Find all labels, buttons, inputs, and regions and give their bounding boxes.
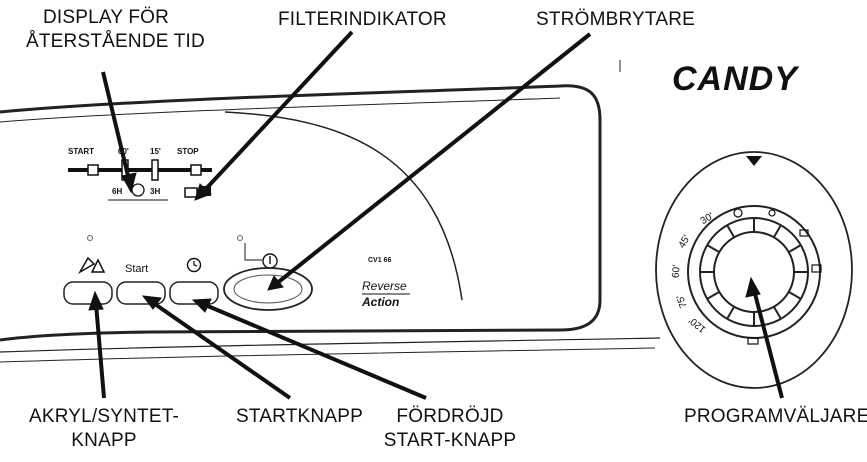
timer-6h-label: 6H bbox=[112, 187, 122, 196]
program-selector[interactable]: 30' 45' 60' 75' 120' bbox=[655, 151, 853, 389]
dial-pointer-icon bbox=[746, 156, 762, 166]
arrow-acryl bbox=[88, 290, 106, 399]
dial-program-icons bbox=[733, 208, 822, 345]
arrow-program bbox=[745, 276, 784, 399]
callout-delay: FÖRDRÖJD START-KNAPP bbox=[380, 405, 520, 453]
callout-program: PROGRAMVÄLJARE bbox=[684, 406, 867, 427]
callout-filter: FILTERINDIKATOR bbox=[278, 9, 447, 30]
callout-display-line2: ÅTERSTÅENDE TID bbox=[26, 31, 205, 52]
dial-temp-60: 60' bbox=[670, 264, 682, 278]
callout-delay-line1: FÖRDRÖJD bbox=[396, 406, 504, 427]
start-button-label: Start bbox=[125, 263, 148, 275]
reverse-label: Reverse bbox=[362, 279, 407, 293]
delayed-start-button[interactable] bbox=[169, 281, 219, 305]
callout-acryl-line2: KNAPP bbox=[71, 430, 137, 451]
candy-logo: CANDY bbox=[672, 60, 800, 98]
action-label: Action bbox=[361, 295, 399, 309]
callout-arrows bbox=[88, 30, 784, 400]
acrylic-synthetic-button[interactable] bbox=[63, 281, 113, 305]
arrow-start bbox=[141, 295, 292, 400]
callout-acryl-line1: AKRYL/SYNTET- bbox=[28, 406, 180, 427]
power-led bbox=[237, 235, 243, 241]
arrow-filter bbox=[194, 30, 354, 201]
callout-display-line1: DISPLAY FÖR bbox=[42, 7, 170, 28]
delay-clock-icon bbox=[186, 257, 202, 273]
indicator-led bbox=[87, 235, 93, 241]
timer-stop-label: STOP bbox=[177, 147, 199, 156]
callout-acryl: AKRYL/SYNTET- KNAPP bbox=[6, 405, 202, 453]
model-label: CV1 66 bbox=[368, 257, 391, 264]
callout-display: DISPLAY FÖR ÅTERSTÅENDE TID bbox=[26, 6, 205, 54]
callout-power: STRÖMBRYTARE bbox=[536, 9, 695, 30]
arrow-display bbox=[101, 71, 137, 194]
brand-logo-text: CANDY bbox=[672, 60, 800, 98]
timer-start-label: START bbox=[68, 147, 94, 156]
callout-start: STARTKNAPP bbox=[236, 406, 363, 427]
dial-temp-75: 75' bbox=[675, 293, 690, 309]
callout-delay-line2: START-KNAPP bbox=[383, 430, 517, 451]
arrow-power bbox=[267, 32, 592, 291]
acrylic-synthetic-icon bbox=[77, 256, 106, 275]
timer-3h-label: 3H bbox=[150, 187, 160, 196]
timer-15-label: 15' bbox=[150, 147, 161, 156]
clock-icon bbox=[131, 183, 145, 197]
arrow-delay bbox=[191, 298, 427, 400]
